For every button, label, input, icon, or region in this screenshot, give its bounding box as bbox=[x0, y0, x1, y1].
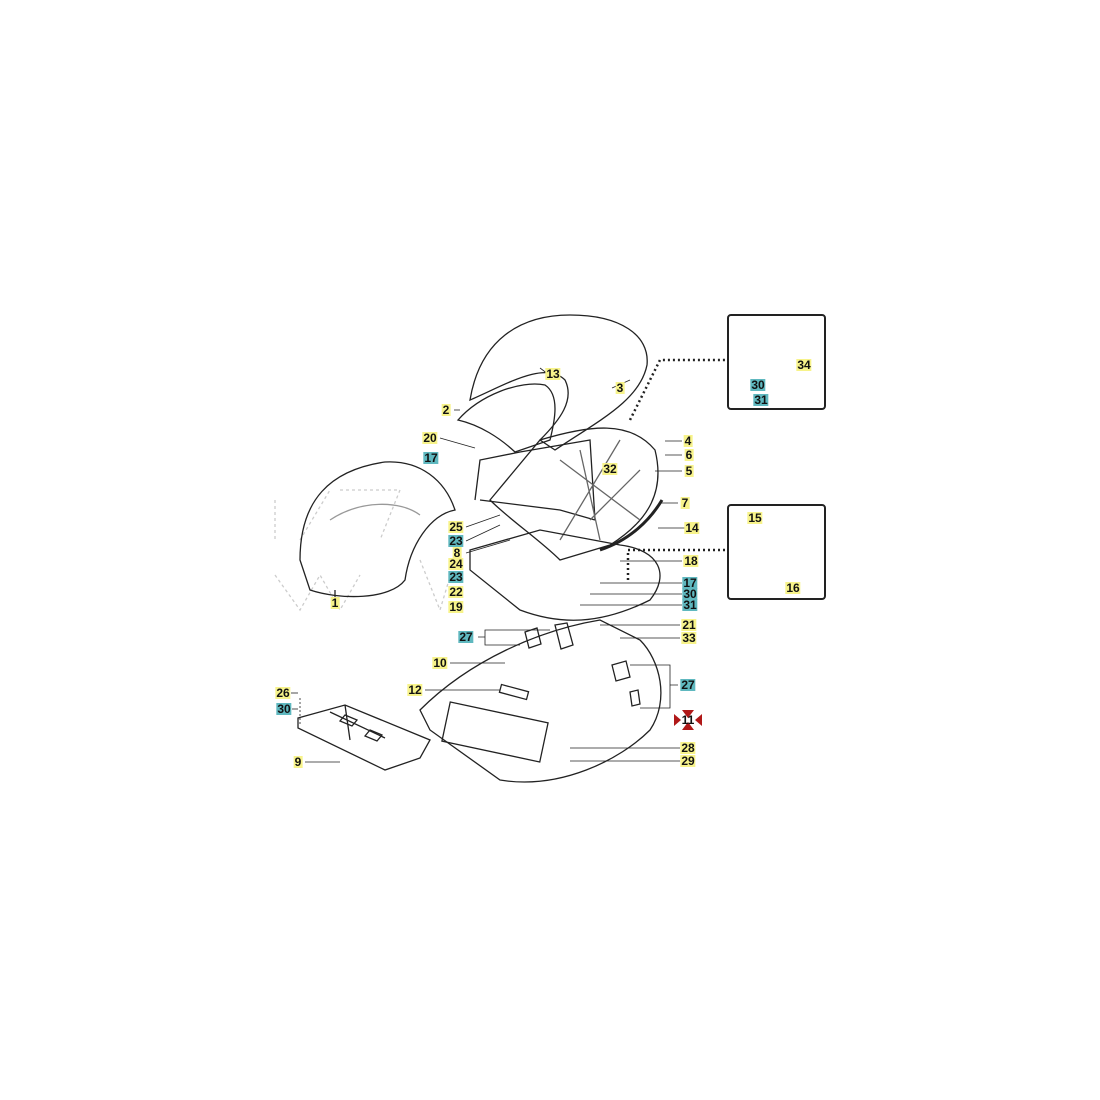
part-label-1: 1 bbox=[330, 596, 340, 610]
pad-12 bbox=[498, 683, 530, 701]
part-label-26: 26 bbox=[275, 686, 291, 700]
part-label-30: 30 bbox=[276, 702, 292, 716]
tray-body bbox=[419, 619, 662, 783]
plate-part-18 bbox=[469, 529, 661, 621]
part-label-14: 14 bbox=[684, 521, 700, 535]
part-label-11: 11 bbox=[681, 713, 695, 727]
part-label-4: 4 bbox=[683, 434, 693, 448]
part-label-25: 25 bbox=[448, 520, 464, 534]
part-label-27: 27 bbox=[680, 678, 696, 692]
cover-part-9 bbox=[297, 704, 431, 771]
inset-detail-pad bbox=[727, 504, 826, 600]
inset-connector-bottom bbox=[626, 548, 728, 580]
part-label-16: 16 bbox=[785, 581, 801, 595]
part-label-30: 30 bbox=[750, 378, 766, 392]
part-label-31: 31 bbox=[753, 393, 769, 407]
part-label-7: 7 bbox=[680, 496, 690, 510]
part-label-33: 33 bbox=[681, 631, 697, 645]
part-label-15: 15 bbox=[747, 511, 763, 525]
seat-part-1-inner bbox=[329, 503, 421, 521]
part-label-2: 2 bbox=[441, 403, 451, 417]
part-label-29: 29 bbox=[680, 754, 696, 768]
part-label-18: 18 bbox=[683, 554, 699, 568]
part-label-23: 23 bbox=[448, 534, 464, 548]
part-label-23: 23 bbox=[448, 570, 464, 584]
part-label-10: 10 bbox=[432, 656, 448, 670]
backrest-part-2 bbox=[456, 383, 556, 453]
cover-cells bbox=[338, 714, 384, 742]
inset-connector-top bbox=[628, 358, 728, 421]
part-label-22: 22 bbox=[448, 585, 464, 599]
part-label-13: 13 bbox=[545, 367, 561, 381]
seat-part-1 bbox=[299, 461, 456, 598]
part-label-21: 21 bbox=[681, 618, 697, 632]
part-label-5: 5 bbox=[684, 464, 694, 478]
marker-11-arrows-icon bbox=[674, 710, 702, 730]
part-label-34: 34 bbox=[796, 358, 812, 372]
part-label-20: 20 bbox=[422, 431, 438, 445]
tray-opening bbox=[441, 701, 549, 763]
part-label-28: 28 bbox=[680, 741, 696, 755]
part-label-8: 8 bbox=[452, 546, 462, 560]
strip-part-7 bbox=[599, 499, 664, 552]
part-label-30: 30 bbox=[682, 587, 698, 601]
part-label-19: 19 bbox=[448, 600, 464, 614]
body-lattice bbox=[559, 439, 641, 541]
part-label-12: 12 bbox=[407, 683, 423, 697]
part-label-17: 17 bbox=[423, 451, 439, 465]
pads-27 bbox=[524, 622, 641, 707]
part-label-31: 31 bbox=[682, 598, 698, 612]
part-label-17: 17 bbox=[682, 576, 698, 590]
part-label-3: 3 bbox=[615, 381, 625, 395]
part-label-32: 32 bbox=[602, 462, 618, 476]
body-part-5 bbox=[489, 427, 659, 561]
leader-lines bbox=[291, 367, 685, 763]
part-label-6: 6 bbox=[684, 448, 694, 462]
frame-part-20 bbox=[474, 439, 596, 521]
watermark bbox=[274, 489, 456, 612]
part-label-27: 27 bbox=[458, 630, 474, 644]
part-label-24: 24 bbox=[448, 557, 464, 571]
part-label-9: 9 bbox=[293, 755, 303, 769]
